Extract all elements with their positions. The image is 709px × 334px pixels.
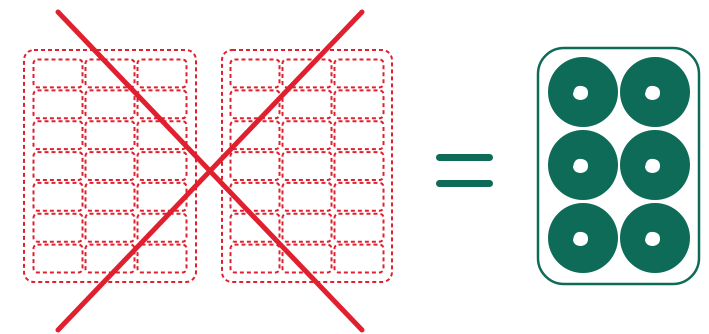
equals-bar-top <box>436 154 493 161</box>
roll-hole <box>573 159 588 173</box>
roll-hole <box>645 159 660 173</box>
roll-hole <box>645 86 660 100</box>
equals-bar-bottom <box>436 180 493 187</box>
roll-hole <box>573 232 588 246</box>
roll-hole <box>645 232 660 246</box>
roll-hole <box>573 86 588 100</box>
